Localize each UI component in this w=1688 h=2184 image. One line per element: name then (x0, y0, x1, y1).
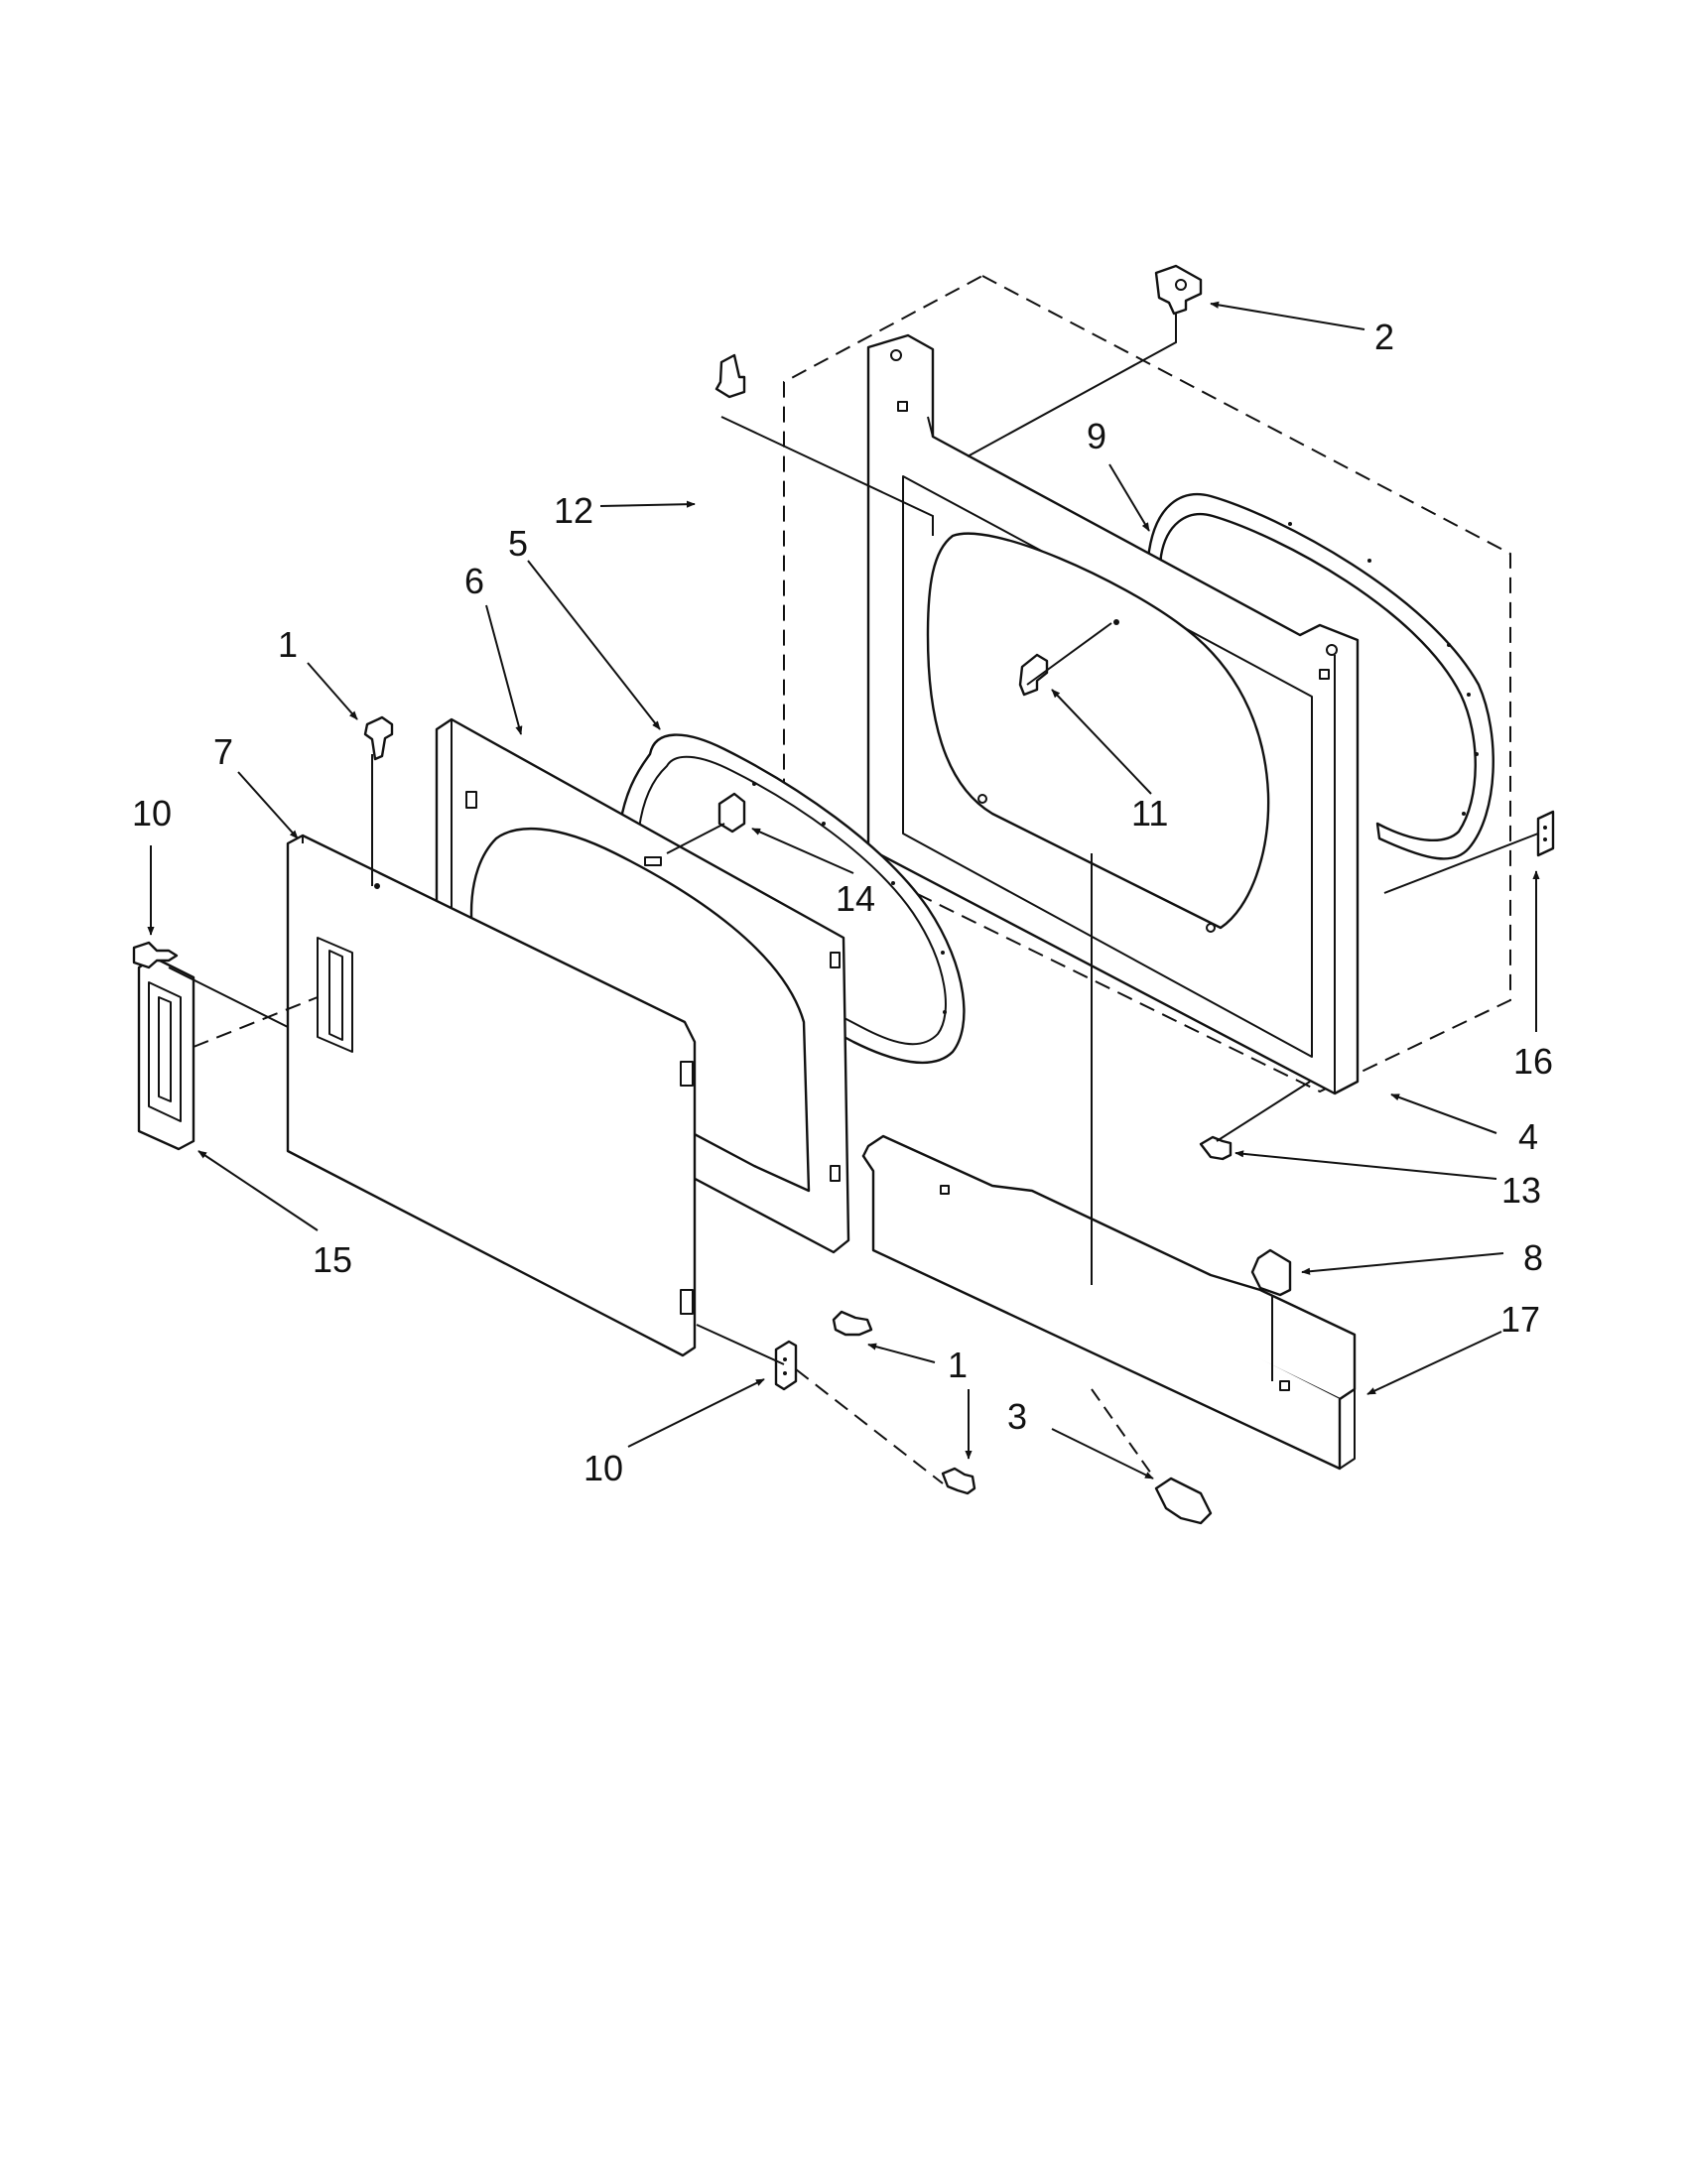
top-clip-part (1154, 264, 1203, 316)
callout-5: 5 (508, 523, 528, 564)
screw-part-13 (1199, 1135, 1233, 1161)
callout-labels: 2 9 12 5 6 1 7 10 11 14 16 4 13 8 17 15 … (132, 317, 1553, 1488)
screw-part-12 (714, 353, 746, 399)
callout-7: 7 (213, 731, 233, 772)
callout-leaders (147, 301, 1540, 1479)
callout-15: 15 (313, 1239, 352, 1280)
cabinet-dashed-outline (783, 274, 1511, 1093)
callout-1-top: 1 (278, 624, 298, 665)
outer-door-panel (286, 834, 697, 1357)
callout-3: 3 (1007, 1396, 1027, 1437)
assembly-lines (168, 314, 1539, 1475)
lower-hinge-bracket (774, 1340, 798, 1391)
screw-part-1-lower (832, 1310, 873, 1337)
callout-12: 12 (554, 490, 593, 531)
callout-10-left: 10 (132, 793, 172, 834)
door-catch-part (1018, 653, 1049, 697)
callout-11: 11 (1131, 793, 1168, 834)
screw-part-1-bottom (941, 1467, 976, 1495)
toe-panel (861, 1134, 1357, 1471)
toe-panel-tab (1154, 1477, 1213, 1525)
callout-4: 4 (1518, 1116, 1538, 1157)
callout-17: 17 (1500, 1299, 1540, 1340)
callout-16: 16 (1513, 1041, 1553, 1082)
screw-part-10-left (132, 941, 179, 969)
assembly-lines-dashed (193, 996, 944, 1484)
small-bracket (1536, 810, 1555, 857)
door-handle (137, 956, 195, 1151)
screw-part-1-top (363, 715, 394, 761)
callout-8: 8 (1523, 1237, 1543, 1278)
callout-9: 9 (1087, 416, 1106, 456)
callout-6: 6 (464, 561, 484, 601)
front-panel-frame (866, 333, 1360, 1095)
callout-2: 2 (1374, 317, 1394, 357)
toe-panel-clip (1250, 1248, 1292, 1297)
callout-14: 14 (836, 878, 875, 919)
callout-1-lower: 1 (948, 1345, 968, 1385)
door-catch-small (717, 792, 746, 834)
callout-10-lower: 10 (584, 1448, 623, 1488)
callout-13: 13 (1501, 1170, 1541, 1211)
